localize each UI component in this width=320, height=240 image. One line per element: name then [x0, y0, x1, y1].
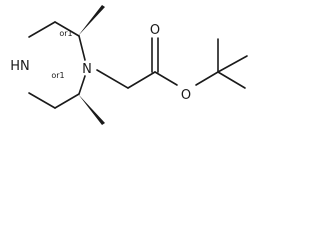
stereo-label-lower: or1 [51, 71, 64, 80]
ester-o-label: O [181, 88, 191, 103]
bond-c3-n1 [78, 35, 86, 61]
wedge-bond-upper-methyl [78, 5, 105, 36]
bond-ester-o-cq [195, 71, 219, 86]
bond-cq-methyl-right [217, 55, 248, 73]
carbonyl-o-label: O [150, 23, 160, 38]
bond-n1-ch2 [96, 69, 129, 89]
bond-carbonyl-c-ester-o [154, 71, 178, 86]
bond-c5-c6 [54, 93, 80, 109]
bond-cq-methyl-bottom [217, 71, 246, 89]
bond-ch2-carbonyl-c [127, 71, 156, 89]
wedge-bond-lower-methyl [78, 94, 105, 125]
structure-diagram: HN N O O or1 or1 [10, 5, 248, 125]
amine-nh-label: HN [10, 59, 30, 74]
stereo-label-upper: or1 [59, 29, 72, 38]
bond-n1-c5 [78, 75, 86, 95]
bond-c6-nh [28, 92, 56, 109]
bond-c2-c3 [54, 21, 80, 37]
bond-nh-c2 [28, 21, 56, 38]
ring-n-label: N [82, 62, 92, 77]
